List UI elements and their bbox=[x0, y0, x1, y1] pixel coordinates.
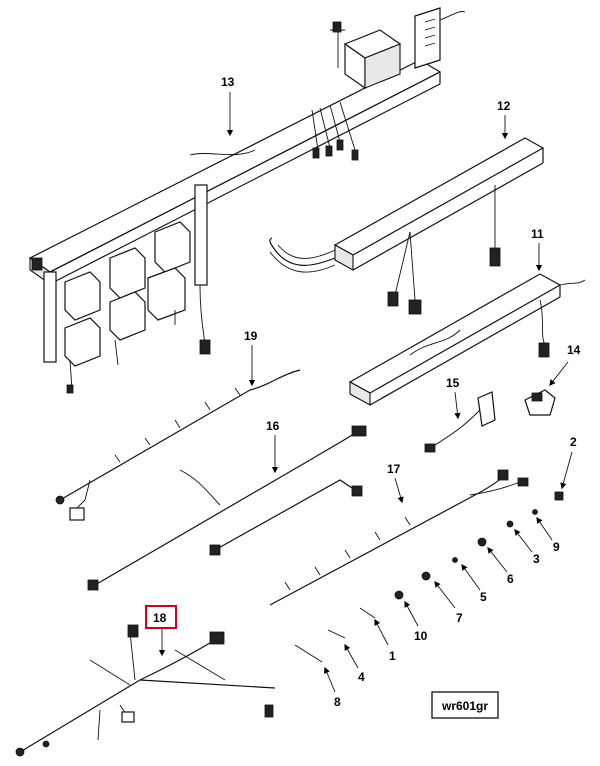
harness-rail-13 bbox=[28, 7, 466, 394]
callout-4[interactable]: 4 bbox=[358, 670, 365, 684]
callout-17[interactable]: 17 bbox=[387, 462, 401, 476]
callout-1[interactable]: 1 bbox=[389, 649, 396, 663]
callout-10[interactable]: 10 bbox=[414, 629, 428, 643]
part-14 bbox=[524, 389, 556, 416]
figure-id: wr601gr bbox=[441, 699, 488, 713]
callout-13[interactable]: 13 bbox=[221, 75, 235, 89]
callout-2[interactable]: 2 bbox=[570, 435, 577, 449]
harness-rail-11 bbox=[348, 273, 586, 406]
callout-9[interactable]: 9 bbox=[553, 540, 560, 554]
callout-12[interactable]: 12 bbox=[497, 99, 511, 113]
harness-19 bbox=[55, 369, 301, 521]
small-hardware bbox=[294, 491, 564, 663]
harness-16 bbox=[87, 425, 367, 591]
callout-5[interactable]: 5 bbox=[480, 590, 487, 604]
callout-19[interactable]: 19 bbox=[244, 329, 258, 343]
harness-rail-12 bbox=[269, 137, 545, 315]
figure-id-box: wr601gr bbox=[431, 691, 499, 719]
callout-6[interactable]: 6 bbox=[507, 572, 514, 586]
callout-3[interactable]: 3 bbox=[533, 552, 540, 566]
callout-16[interactable]: 16 bbox=[266, 419, 280, 433]
part-15 bbox=[424, 391, 496, 453]
callout-18[interactable]: 18 bbox=[153, 611, 167, 625]
callout-7[interactable]: 7 bbox=[456, 611, 463, 625]
callout-18-highlight bbox=[145, 605, 177, 629]
callout-8[interactable]: 8 bbox=[334, 695, 341, 709]
harness-18 bbox=[15, 624, 276, 757]
harness-17 bbox=[269, 469, 529, 606]
leader-arrows bbox=[158, 92, 573, 693]
callout-labels: 13 12 11 19 14 15 2 16 17 9 3 6 5 7 10 1… bbox=[153, 75, 581, 709]
callout-15[interactable]: 15 bbox=[446, 376, 460, 390]
callout-11[interactable]: 11 bbox=[531, 227, 544, 241]
callout-14[interactable]: 14 bbox=[567, 343, 581, 357]
